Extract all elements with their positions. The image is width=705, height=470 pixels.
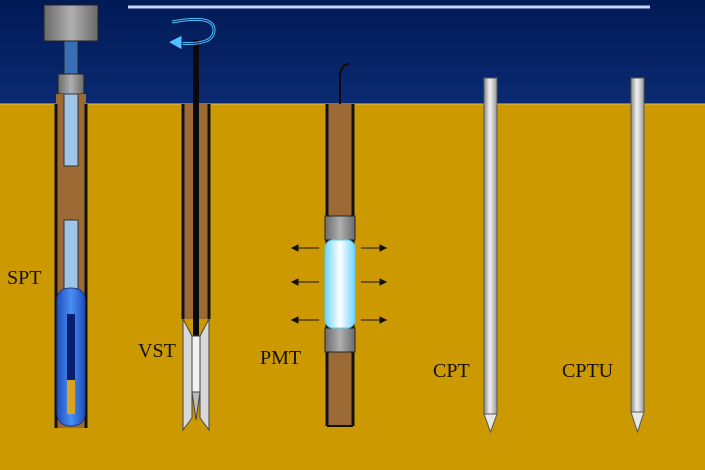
pmt-label: PMT xyxy=(260,347,302,369)
spt-sampler-core xyxy=(67,314,75,380)
cptu-label: CPTU xyxy=(562,360,614,382)
spt-rod-lower xyxy=(63,219,79,293)
cpt-rod xyxy=(483,77,498,415)
cptu-cone-tip xyxy=(630,411,645,434)
spt-sample xyxy=(67,380,75,414)
vst-vane-tip xyxy=(191,391,201,421)
spt-label: SPT xyxy=(7,267,42,289)
spt-apparatus xyxy=(43,4,99,428)
pmt-apparatus xyxy=(290,63,388,427)
rotation-arrow-icon xyxy=(166,17,216,51)
pmt-lower-collar xyxy=(324,327,356,353)
spt-drill-rod xyxy=(63,40,79,76)
sky-region xyxy=(0,0,705,104)
pmt-upper-collar xyxy=(324,215,356,241)
vst-vane-blade-right xyxy=(199,318,210,432)
vst-vane-blade-left xyxy=(182,318,193,432)
spt-rod-upper xyxy=(63,93,79,167)
cpt-apparatus xyxy=(483,77,498,434)
cptu-apparatus xyxy=(630,77,645,434)
cpt-label: CPT xyxy=(433,360,470,382)
pmt-cable xyxy=(339,63,350,104)
spt-hammer xyxy=(43,4,99,42)
vst-apparatus xyxy=(166,17,216,432)
vst-label: VST xyxy=(138,340,176,362)
pressure-arrow-icon xyxy=(290,244,388,324)
cpt-cone-tip xyxy=(483,413,498,434)
pmt-inflated-membrane xyxy=(324,239,356,329)
cptu-rod xyxy=(630,77,645,413)
spt-anvil xyxy=(57,73,85,95)
vst-vane-center xyxy=(191,335,201,393)
